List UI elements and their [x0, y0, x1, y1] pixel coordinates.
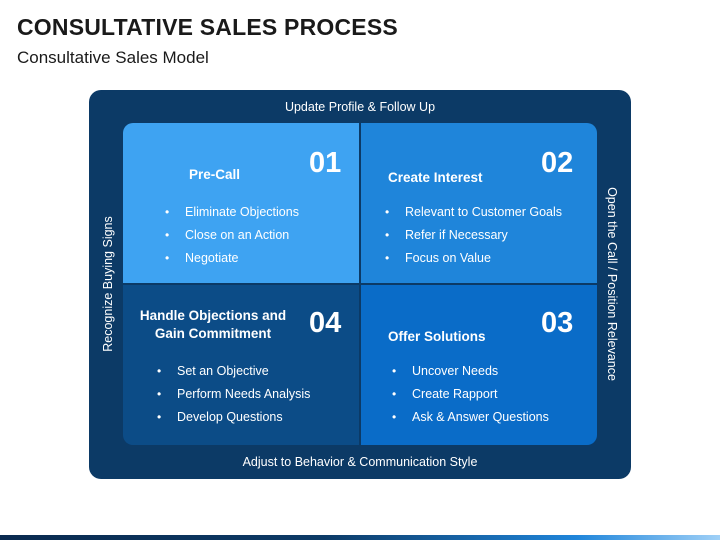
frame-label-right: Open the Call / Position Relevance	[605, 187, 619, 381]
list-item: Relevant to Customer Goals	[385, 201, 562, 224]
list-item: Negotiate	[165, 247, 299, 270]
quadrant-title-line: Handle Objections and	[139, 308, 287, 323]
quadrant-title: Create Interest	[388, 170, 483, 185]
quadrant-pre-call: Pre-Call 01 Eliminate Objections Close o…	[123, 123, 359, 283]
quadrant-grid: Pre-Call 01 Eliminate Objections Close o…	[123, 123, 597, 445]
frame-label-left: Recognize Buying Signs	[101, 216, 115, 352]
quadrant-number: 01	[309, 147, 342, 179]
quadrant-number: 04	[309, 307, 342, 339]
list-item: Set an Objective	[157, 360, 310, 383]
quadrant-number: 02	[541, 147, 574, 179]
quadrant-list: Relevant to Customer Goals Refer if Nece…	[385, 201, 562, 270]
quadrant-title: Handle Objections and Gain Commitment	[139, 307, 287, 343]
page-title: CONSULTATIVE SALES PROCESS	[17, 14, 398, 40]
list-item: Create Rapport	[392, 383, 549, 406]
quadrant-list: Eliminate Objections Close on an Action …	[165, 201, 299, 270]
footer-gradient-bar	[0, 535, 720, 540]
quadrant-list: Uncover Needs Create Rapport Ask & Answe…	[392, 360, 549, 429]
list-item: Eliminate Objections	[165, 201, 299, 224]
list-item: Close on an Action	[165, 224, 299, 247]
quadrant-handle-objections: Handle Objections and Gain Commitment 04…	[123, 285, 359, 445]
quadrant-create-interest: Create Interest 02 Relevant to Customer …	[361, 123, 597, 283]
frame-label-bottom: Adjust to Behavior & Communication Style	[242, 455, 478, 469]
list-item: Uncover Needs	[392, 360, 549, 383]
frame-label-top: Update Profile & Follow Up	[284, 100, 436, 114]
quadrant-number: 03	[541, 307, 574, 339]
list-item: Perform Needs Analysis	[157, 383, 310, 406]
quadrant-title: Pre-Call	[189, 167, 241, 182]
quadrant-title-line: Gain Commitment	[154, 326, 272, 341]
list-item: Focus on Value	[385, 247, 562, 270]
list-item: Refer if Necessary	[385, 224, 562, 247]
page-subtitle: Consultative Sales Model	[17, 48, 209, 67]
process-frame: Update Profile & Follow Up Adjust to Beh…	[89, 90, 631, 479]
quadrant-offer-solutions: Offer Solutions 03 Uncover Needs Create …	[361, 285, 597, 445]
list-item: Develop Questions	[157, 406, 310, 429]
list-item: Ask & Answer Questions	[392, 406, 549, 429]
quadrant-list: Set an Objective Perform Needs Analysis …	[157, 360, 310, 429]
quadrant-title: Offer Solutions	[388, 329, 486, 344]
